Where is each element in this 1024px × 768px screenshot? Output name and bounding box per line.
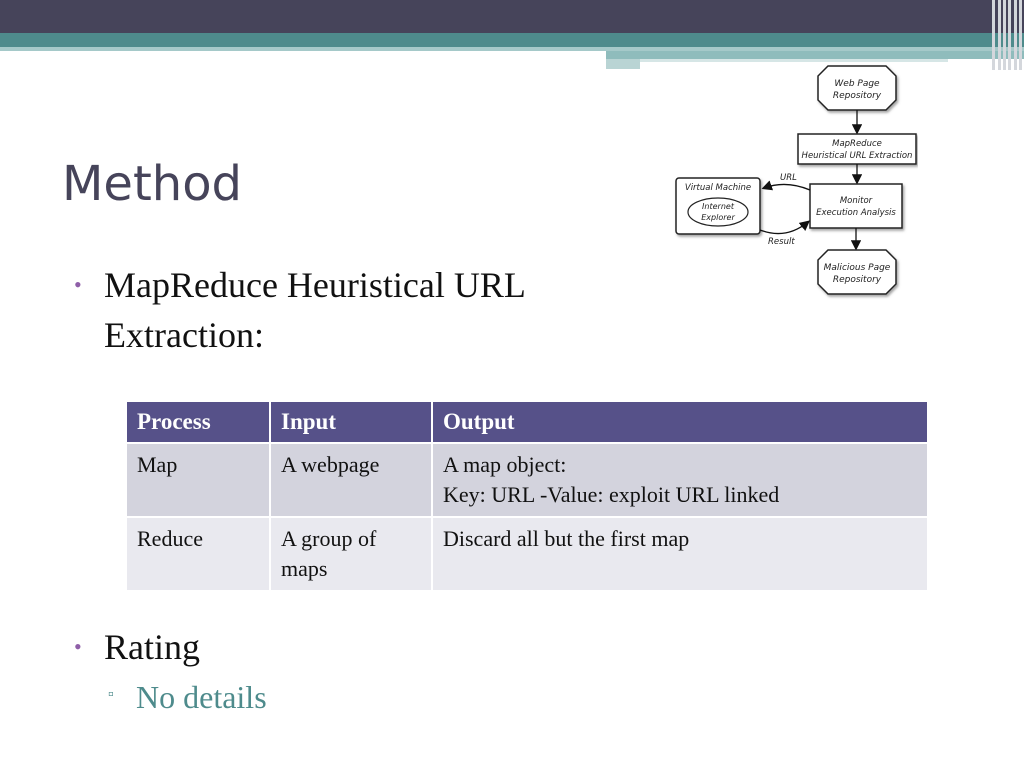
- process-table: Process Input Output Map A webpage A map…: [125, 400, 929, 592]
- node-label: Execution Analysis: [816, 208, 896, 218]
- bullet-dot-icon: •: [74, 634, 82, 659]
- column-header-output: Output: [431, 400, 929, 444]
- table-row: Reduce A group of maps Discard all but t…: [125, 516, 929, 592]
- node-malicious-page-repository: Malicious Page Repository: [817, 249, 897, 295]
- node-label: Internet: [702, 202, 735, 211]
- node-label: MapReduce: [832, 139, 882, 149]
- header-bar-teal-light: [0, 47, 1024, 51]
- arrow-url: [761, 180, 811, 191]
- node-label: Web Page: [834, 79, 880, 89]
- table-cell-input: A webpage: [269, 442, 433, 518]
- sub-bullet-text: No details: [136, 679, 267, 715]
- table-cell-process: Map: [125, 442, 271, 518]
- bullet-item: • Rating: [74, 624, 474, 670]
- edge-label-url: URL: [780, 173, 797, 183]
- header-ribbon: [606, 51, 1024, 59]
- node-mapreduce: MapReduce Heuristical URL Extraction: [797, 133, 917, 165]
- node-label: Repository: [833, 275, 882, 285]
- header-bar-teal: [0, 33, 1024, 47]
- node-label: Heuristical URL Extraction: [802, 151, 913, 161]
- slide-title: Method: [62, 156, 243, 212]
- node-monitor: Monitor Execution Analysis: [809, 183, 903, 229]
- square-bullet-icon: ▫: [108, 686, 114, 703]
- header-bar-dark: [0, 0, 1024, 33]
- node-label: Repository: [833, 91, 882, 101]
- table-header-row: Process Input Output: [125, 400, 929, 444]
- node-virtual-machine: Virtual Machine Internet Explorer: [675, 177, 761, 235]
- node-label: Malicious Page: [824, 263, 891, 273]
- column-header-input: Input: [269, 400, 433, 444]
- node-web-page-repository: Web Page Repository: [817, 65, 897, 111]
- output-line: Key: URL -Value: exploit URL linked: [443, 482, 780, 507]
- table-cell-output: Discard all but the first map: [431, 516, 929, 592]
- edge-label-result: Result: [768, 237, 795, 247]
- node-label: Virtual Machine: [685, 183, 751, 193]
- sub-bullet-item: ▫ No details: [108, 676, 267, 718]
- bullet-text: MapReduce Heuristical URL Extraction:: [104, 265, 525, 355]
- header-stripes: [990, 0, 1024, 70]
- table-row: Map A webpage A map object: Key: URL -Va…: [125, 442, 929, 518]
- column-header-process: Process: [125, 400, 271, 444]
- table-cell-output: A map object: Key: URL -Value: exploit U…: [431, 442, 929, 518]
- bullet-dot-icon: •: [74, 272, 82, 297]
- output-line: A map object:: [443, 452, 567, 477]
- table-cell-process: Reduce: [125, 516, 271, 592]
- output-line: Discard all but the first map: [443, 526, 690, 551]
- bullet-text: Rating: [104, 627, 200, 667]
- node-label: Monitor: [840, 196, 873, 206]
- header-ribbon-tab: [606, 59, 640, 69]
- header-ribbon-line: [640, 59, 948, 62]
- bullet-item: • MapReduce Heuristical URL Extraction:: [74, 260, 634, 360]
- table-cell-input: A group of maps: [269, 516, 433, 592]
- arrow-result: [759, 220, 811, 235]
- node-label: Explorer: [701, 213, 735, 222]
- flow-diagram: Web Page Repository MapReduce Heuristica…: [675, 65, 917, 295]
